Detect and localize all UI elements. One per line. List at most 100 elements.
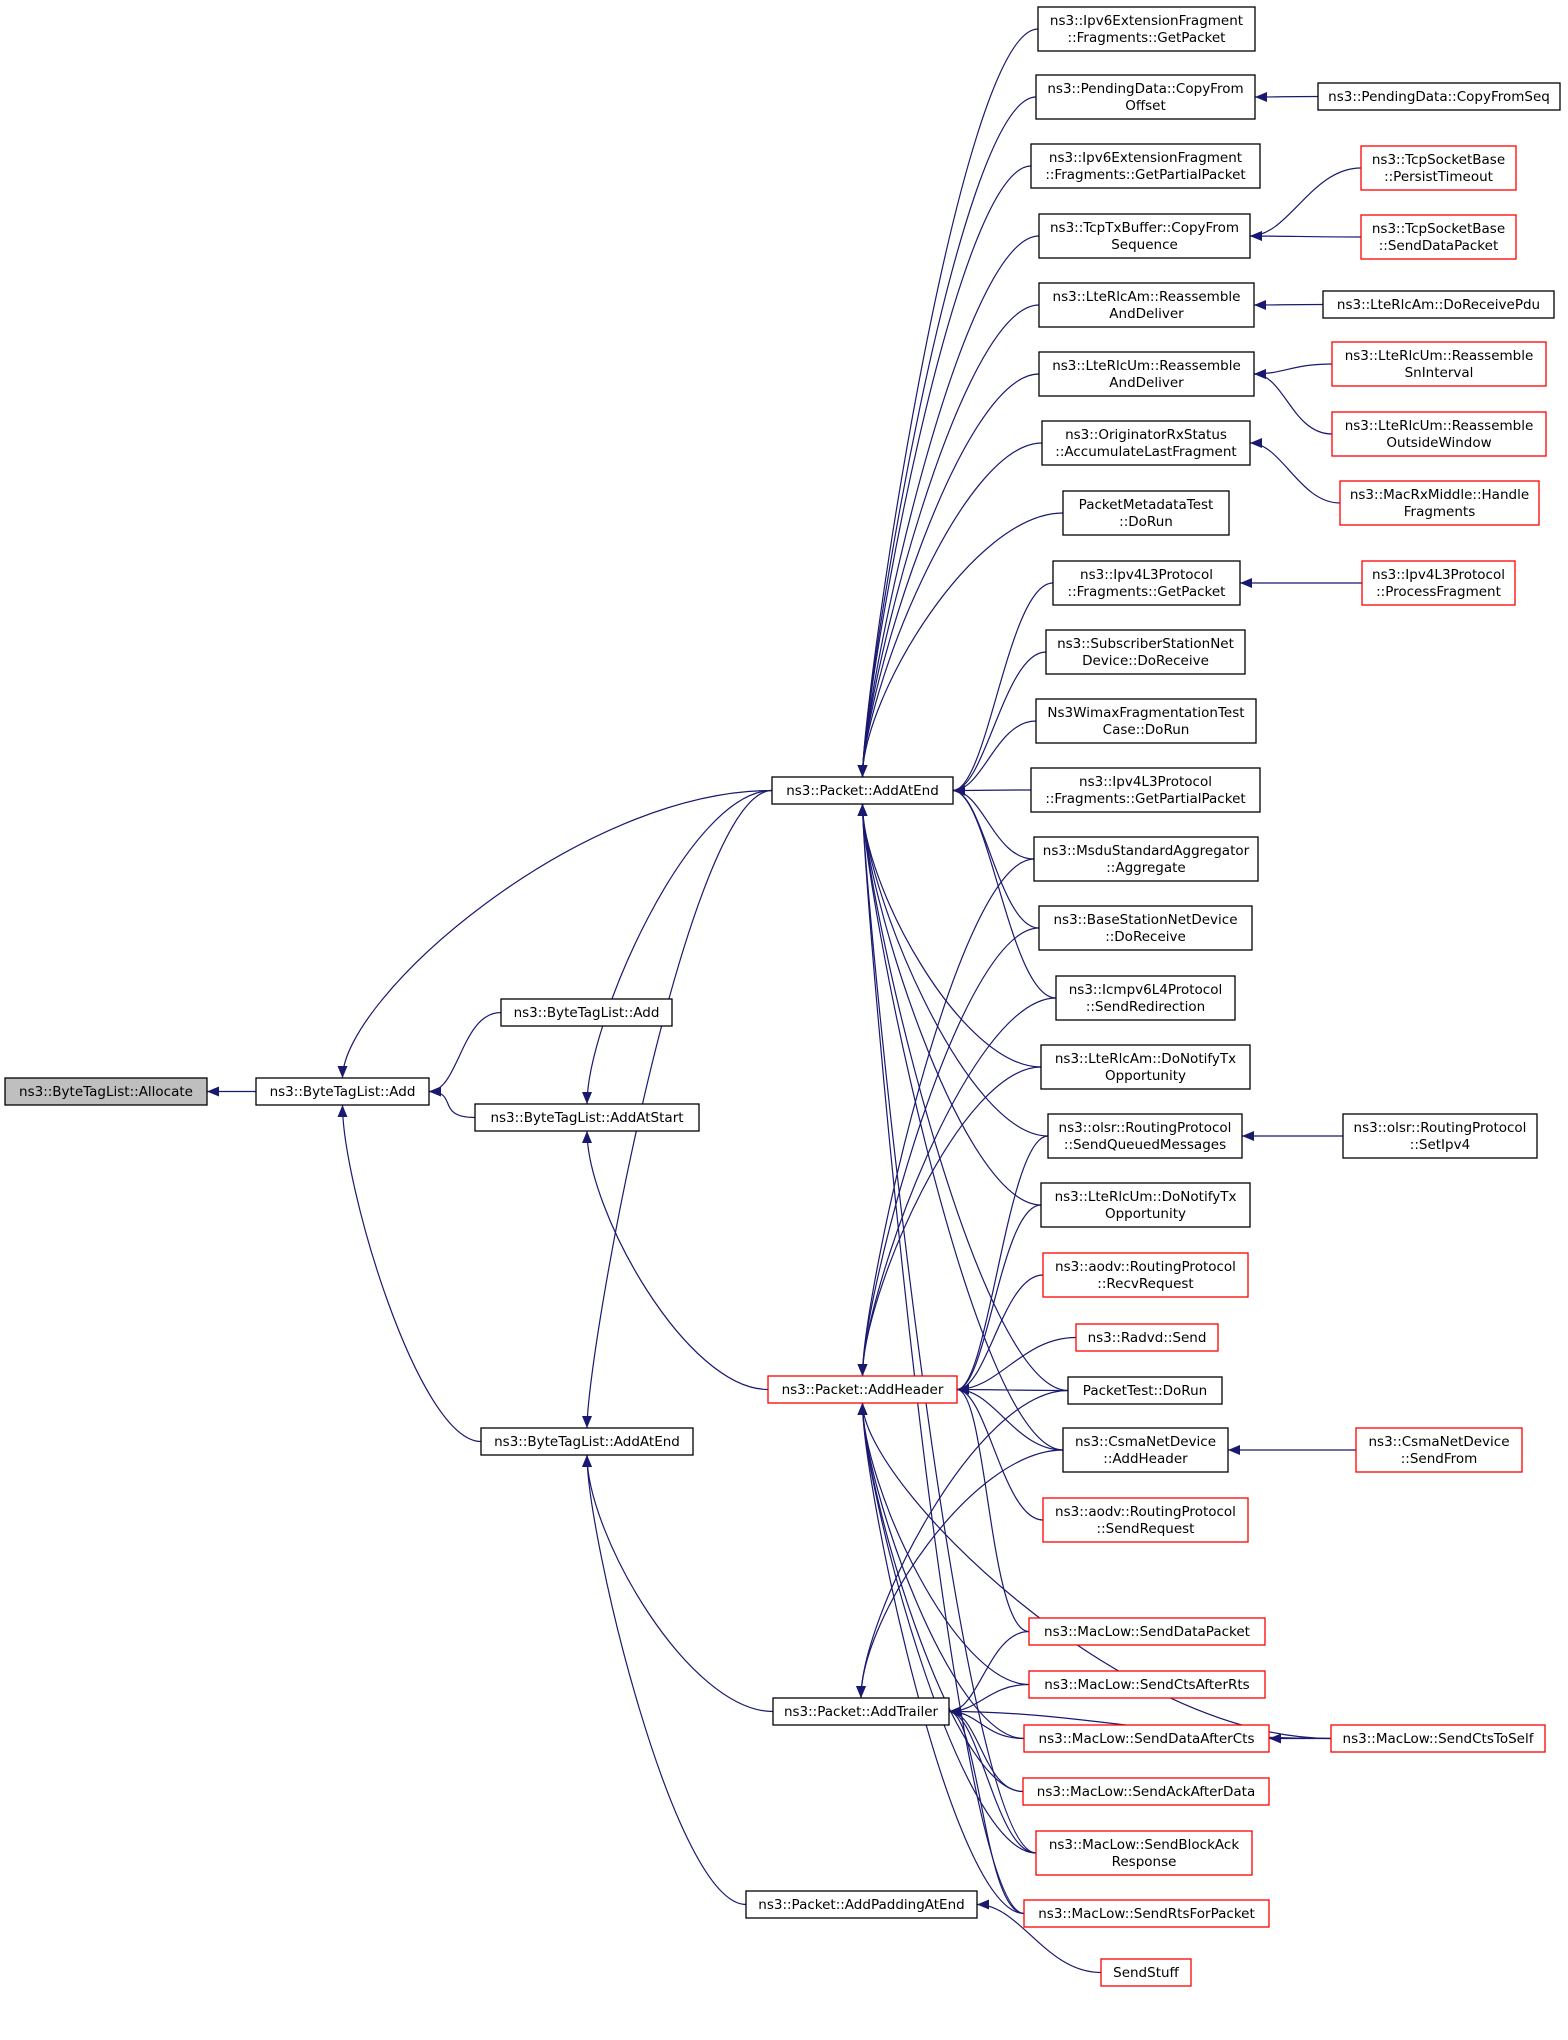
node-box[interactable] [1042, 1252, 1249, 1298]
node-box[interactable] [1028, 1670, 1266, 1699]
node-p-add-header[interactable]: ns3::Packet::AddHeader [767, 1375, 958, 1404]
node-box[interactable] [1038, 213, 1251, 259]
node-box[interactable] [1038, 282, 1255, 328]
node-mac-send-data[interactable]: ns3::MacLow::SendDataPacket [1028, 1617, 1266, 1646]
node-box[interactable] [500, 998, 673, 1027]
node-box[interactable] [1035, 1830, 1253, 1876]
node-box[interactable] [1028, 1617, 1266, 1646]
node-box[interactable] [1339, 480, 1540, 526]
node-box[interactable] [1047, 1113, 1243, 1159]
node-box[interactable] [1035, 698, 1257, 744]
node-rlc-am-do-receive[interactable]: ns3::LteRlcAm::DoReceivePdu [1322, 290, 1555, 319]
node-box[interactable] [1331, 411, 1547, 457]
node-box[interactable] [1052, 560, 1241, 606]
node-ipv6-get-packet[interactable]: ns3::Ipv6ExtensionFragment::Fragments::G… [1037, 6, 1256, 52]
node-box[interactable] [1331, 341, 1547, 387]
node-csma-add-header[interactable]: ns3::CsmaNetDevice::AddHeader [1062, 1427, 1229, 1473]
node-pmd-test[interactable]: PacketMetadataTest::DoRun [1062, 490, 1230, 536]
node-radvd-send[interactable]: ns3::Radvd::Send [1075, 1323, 1219, 1352]
node-box[interactable] [1322, 290, 1555, 319]
node-box[interactable] [1030, 143, 1261, 189]
node-mac-rts[interactable]: ns3::MacLow::SendRtsForPacket [1023, 1899, 1270, 1928]
node-box[interactable] [1045, 629, 1246, 675]
node-box[interactable] [1023, 1899, 1270, 1928]
node-p-add-at-end[interactable]: ns3::Packet::AddAtEnd [771, 776, 954, 805]
node-csma-send-from[interactable]: ns3::CsmaNetDevice::SendFrom [1355, 1427, 1523, 1473]
node-box[interactable] [1075, 1323, 1219, 1352]
node-ipv4-get-partial[interactable]: ns3::Ipv4L3Protocol::Fragments::GetParti… [1030, 767, 1261, 813]
node-box[interactable] [1317, 82, 1561, 111]
node-box[interactable] [1360, 214, 1517, 260]
node-box[interactable] [474, 1103, 700, 1132]
node-box[interactable] [1038, 351, 1255, 397]
node-box[interactable] [1030, 767, 1261, 813]
node-mac-cts-after-rts[interactable]: ns3::MacLow::SendCtsAfterRts [1028, 1670, 1266, 1699]
node-box[interactable] [480, 1427, 694, 1456]
node-add1[interactable]: ns3::ByteTagList::Add [255, 1077, 430, 1106]
node-box[interactable] [1361, 560, 1516, 606]
node-box[interactable] [1355, 1427, 1523, 1473]
node-btl-add-at-end[interactable]: ns3::ByteTagList::AddAtEnd [480, 1427, 694, 1456]
node-box[interactable] [1062, 490, 1230, 536]
node-box[interactable] [1033, 836, 1259, 882]
node-mac-data-after-cts[interactable]: ns3::MacLow::SendDataAfterCts [1023, 1724, 1270, 1753]
node-mac-cts-to-self[interactable]: ns3::MacLow::SendCtsToSelf [1330, 1724, 1546, 1753]
node-olsr-set-ipv4[interactable]: ns3::olsr::RoutingProtocol::SetIpv4 [1342, 1113, 1538, 1159]
node-box[interactable] [1062, 1427, 1229, 1473]
node-box[interactable] [1360, 145, 1517, 191]
node-msdu-aggregate[interactable]: ns3::MsduStandardAggregator::Aggregate [1033, 836, 1259, 882]
node-send-stuff[interactable]: SendStuff [1100, 1958, 1192, 1987]
node-aodv-send-req[interactable]: ns3::aodv::RoutingProtocol::SendRequest [1042, 1497, 1249, 1543]
node-box[interactable] [1342, 1113, 1538, 1159]
node-p-add-padding[interactable]: ns3::Packet::AddPaddingAtEnd [745, 1890, 978, 1919]
node-box[interactable] [771, 776, 954, 805]
node-ss-do-receive[interactable]: ns3::SubscriberStationNetDevice::DoRecei… [1045, 629, 1246, 675]
node-bs-do-receive[interactable]: ns3::BaseStationNetDevice::DoReceive [1038, 905, 1253, 951]
node-orig-accumulate[interactable]: ns3::OriginatorRxStatus::AccumulateLastF… [1041, 420, 1251, 466]
node-box[interactable] [1040, 1044, 1251, 1090]
node-ipv4-process[interactable]: ns3::Ipv4L3Protocol::ProcessFragment [1361, 560, 1516, 606]
node-tcp-persist[interactable]: ns3::TcpSocketBase::PersistTimeout [1360, 145, 1517, 191]
node-box[interactable] [767, 1375, 958, 1404]
node-add2[interactable]: ns3::ByteTagList::Add [500, 998, 673, 1027]
node-box[interactable] [1055, 975, 1236, 1021]
node-box[interactable] [1038, 905, 1253, 951]
node-icmpv6-redirect[interactable]: ns3::Icmpv6L4Protocol::SendRedirection [1055, 975, 1236, 1021]
node-box[interactable] [1067, 1376, 1223, 1405]
node-box[interactable] [4, 1077, 208, 1106]
node-box[interactable] [1037, 6, 1256, 52]
node-pd-copy-from-seq[interactable]: ns3::PendingData::CopyFromSeq [1317, 82, 1561, 111]
node-box[interactable] [1035, 74, 1256, 120]
node-mac-ack-after-data[interactable]: ns3::MacLow::SendAckAfterData [1022, 1777, 1270, 1806]
node-box[interactable] [1040, 1182, 1251, 1228]
node-tcp-send-data[interactable]: ns3::TcpSocketBase::SendDataPacket [1360, 214, 1517, 260]
node-box[interactable] [1022, 1777, 1270, 1806]
node-box[interactable] [745, 1890, 978, 1919]
node-add-at-start[interactable]: ns3::ByteTagList::AddAtStart [474, 1103, 700, 1132]
node-box[interactable] [772, 1697, 950, 1726]
node-box[interactable] [1023, 1724, 1270, 1753]
node-box[interactable] [255, 1077, 430, 1106]
node-aodv-recv[interactable]: ns3::aodv::RoutingProtocol::RecvRequest [1042, 1252, 1249, 1298]
node-box[interactable] [1042, 1497, 1249, 1543]
node-ipv4-get-packet[interactable]: ns3::Ipv4L3Protocol::Fragments::GetPacke… [1052, 560, 1241, 606]
node-olsr-queued[interactable]: ns3::olsr::RoutingProtocol::SendQueuedMe… [1047, 1113, 1243, 1159]
node-p-add-trailer[interactable]: ns3::Packet::AddTrailer [772, 1697, 950, 1726]
node-box[interactable] [1330, 1724, 1546, 1753]
node-allocate[interactable]: ns3::ByteTagList::Allocate [4, 1077, 208, 1106]
node-ipv6-get-partial[interactable]: ns3::Ipv6ExtensionFragment::Fragments::G… [1030, 143, 1261, 189]
node-packet-test[interactable]: PacketTest::DoRun [1067, 1376, 1223, 1405]
node-box[interactable] [1100, 1958, 1192, 1987]
node-box[interactable] [1041, 420, 1251, 466]
